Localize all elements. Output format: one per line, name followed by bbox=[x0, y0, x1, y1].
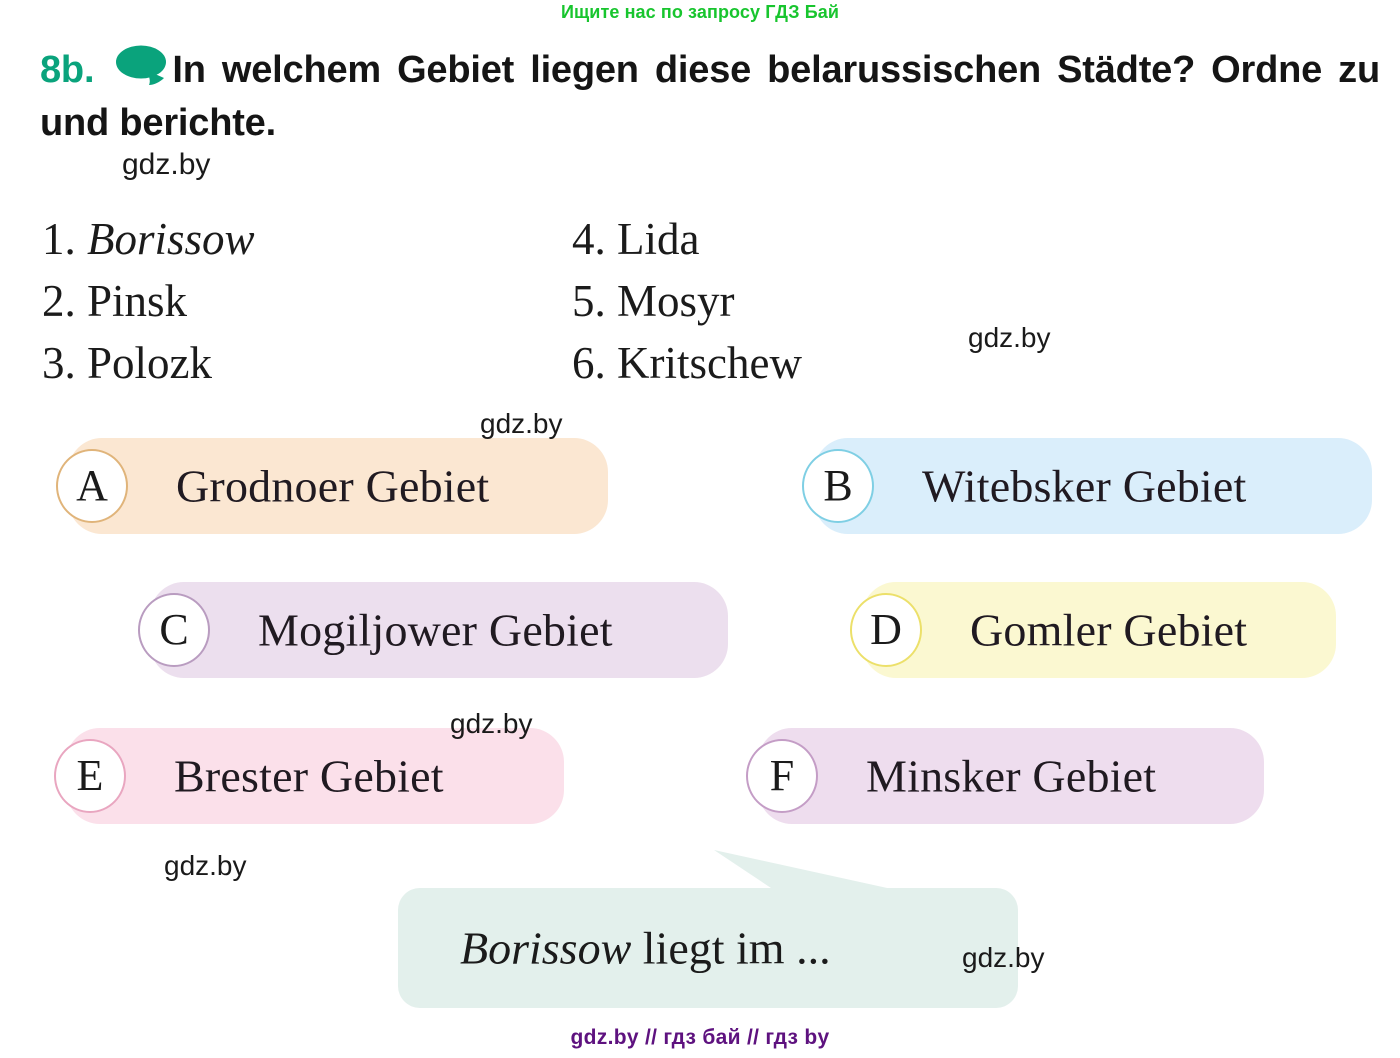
city-number: 5. bbox=[572, 276, 606, 327]
speech-bubble: Borissow liegt im ... bbox=[398, 888, 1018, 1008]
option-label: Gomler Gebiet bbox=[970, 604, 1248, 656]
option-pill-b[interactable]: B Witebsker Gebiet bbox=[802, 438, 1372, 534]
exercise-number: 8b. bbox=[40, 49, 95, 91]
exercise-heading: 8b. In welchem Gebiet liegen diese belar… bbox=[40, 44, 1380, 147]
option-letter: D bbox=[870, 605, 902, 654]
list-item: 2. Pinsk bbox=[42, 270, 255, 332]
city-number: 1. bbox=[42, 214, 76, 264]
city-number: 3. bbox=[42, 338, 76, 389]
option-letter: C bbox=[159, 605, 189, 654]
option-label: Minsker Gebiet bbox=[866, 750, 1157, 802]
option-badge-d: D bbox=[850, 593, 922, 667]
option-letter: A bbox=[76, 461, 108, 510]
city-name: Pinsk bbox=[87, 276, 188, 327]
city-name: Mosyr bbox=[617, 276, 735, 327]
city-name: Polozk bbox=[87, 338, 213, 389]
city-column-left: 1. Borissow 2. Pinsk 3. Polozk bbox=[42, 208, 255, 394]
watermark: gdz.by bbox=[450, 708, 533, 739]
city-number: 2. bbox=[42, 276, 76, 327]
option-letter: F bbox=[769, 751, 795, 800]
option-pill-d[interactable]: D Gomler Gebiet bbox=[850, 582, 1336, 678]
list-item: 5. Mosyr bbox=[572, 270, 802, 332]
promo-banner-text: Ищите нас по запросу ГДЗ Бай bbox=[560, 2, 840, 22]
city-number: 4. bbox=[572, 214, 606, 264]
speech-bubble-rest: liegt im ... bbox=[631, 922, 831, 974]
option-letter: E bbox=[76, 751, 104, 800]
speech-bubble-text: Borissow liegt im ... bbox=[460, 922, 831, 975]
option-badge-f: F bbox=[746, 739, 818, 813]
option-pill-e[interactable]: E Brester Gebiet bbox=[54, 728, 564, 824]
option-label: Witebsker Gebiet bbox=[922, 460, 1247, 512]
option-letter: B bbox=[823, 461, 853, 510]
option-pill-f[interactable]: F Minsker Gebiet bbox=[746, 728, 1264, 824]
speech-bubble-city: Borissow bbox=[460, 922, 632, 974]
speech-bubble-icon bbox=[116, 44, 170, 99]
option-badge-c: C bbox=[138, 593, 210, 667]
city-name: Borissow bbox=[87, 214, 255, 264]
watermark: gdz.by bbox=[962, 942, 1045, 973]
option-badge-e: E bbox=[54, 739, 126, 813]
option-label: Mogiljower Gebiet bbox=[258, 604, 613, 656]
exercise-prompt-text: In welchem Gebiet liegen diese belarussi… bbox=[40, 49, 1380, 144]
city-column-right: 4. Lida 5. Mosyr 6. Kritschew bbox=[572, 208, 802, 394]
watermark: gdz.by bbox=[968, 322, 1051, 353]
watermark: gdz.by bbox=[480, 408, 563, 439]
city-name: Lida bbox=[617, 214, 700, 264]
footer-text: gdz.by // гдз бай // гдз by bbox=[570, 1026, 830, 1049]
watermark: gdz.by bbox=[122, 148, 211, 181]
city-name: Kritschew bbox=[617, 338, 802, 389]
list-item: 6. Kritschew bbox=[572, 332, 802, 394]
city-number: 6. bbox=[572, 338, 606, 389]
option-label: Brester Gebiet bbox=[174, 750, 444, 802]
list-item: 1. Borissow bbox=[42, 208, 255, 270]
list-item: 4. Lida bbox=[572, 208, 802, 270]
option-pill-a[interactable]: A Grodnoer Gebiet bbox=[56, 438, 608, 534]
option-pill-c[interactable]: C Mogiljower Gebiet bbox=[138, 582, 728, 678]
option-label: Grodnoer Gebiet bbox=[176, 460, 490, 512]
option-badge-a: A bbox=[56, 449, 128, 523]
watermark: gdz.by bbox=[164, 850, 247, 881]
option-badge-b: B bbox=[802, 449, 874, 523]
list-item: 3. Polozk bbox=[42, 332, 255, 394]
